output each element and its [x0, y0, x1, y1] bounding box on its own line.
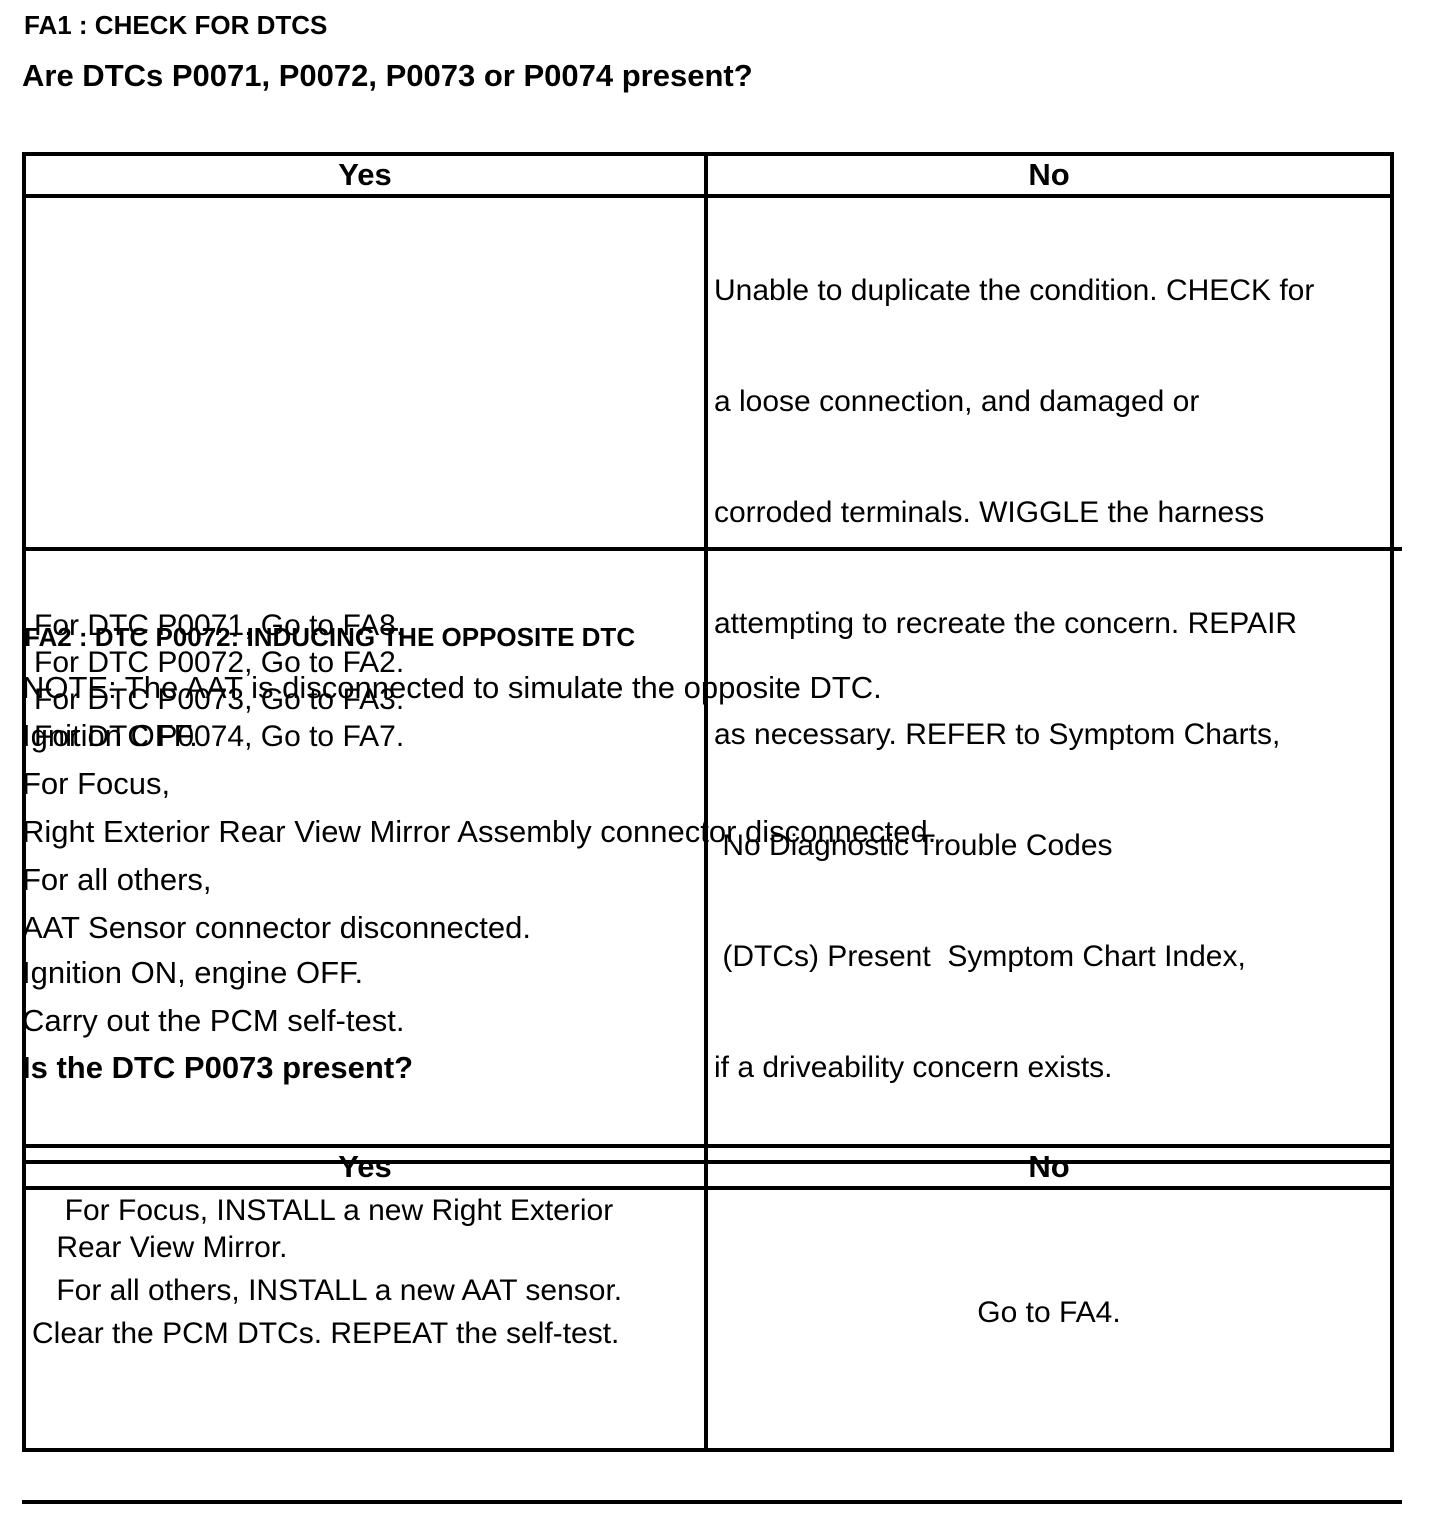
fa1-no-cell: Unable to duplicate the condition. CHECK…	[704, 194, 1394, 1164]
fa2-decision-table: Yes No For Focus, INSTALL a new Right Ex…	[22, 1144, 1394, 1452]
fa1-yes-cell: For DTC P0071, Go to FA8. For DTC P0072,…	[22, 194, 708, 1164]
fa1-yes-line: For DTC P0071, Go to FA8.	[34, 609, 405, 642]
fa2-question: Is the DTC P0073 present?	[22, 1050, 414, 1085]
fa1-no-line: attempting to recreate the concern. REPA…	[714, 607, 1298, 640]
fa1-yes-line: For DTC P0073, Go to FA3.	[34, 683, 405, 716]
fa2-yes-line: Rear View Mirror.	[48, 1231, 288, 1264]
fa1-yes-line: For DTC P0074, Go to FA7.	[34, 720, 405, 753]
fa2-no-cell: Go to FA4.	[704, 1186, 1394, 1452]
fa1-no-line: (DTCs) Present Symptom Chart Index,	[714, 940, 1246, 973]
fa1-decision-table: Yes No For DTC P0071, Go to FA8. For DTC…	[22, 152, 1394, 1164]
fa2-yes-line: For all others, INSTALL a new AAT sensor…	[48, 1274, 623, 1307]
fa1-no-line: if a driveability concern exists.	[714, 1051, 1113, 1084]
fa2-instruction-line: Carry out the PCM self-test.	[22, 1003, 405, 1038]
fa2-instruction-line: Ignition OFF.	[22, 718, 198, 753]
fa2-instruction-line: Ignition ON, engine OFF.	[22, 955, 364, 990]
fa2-instruction-line: Right Exterior Rear View Mirror Assembly…	[22, 814, 937, 849]
fa2-yes-line: Clear the PCM DTCs. REPEAT the self-test…	[32, 1317, 620, 1350]
fa2-yes-line: For Focus, INSTALL a new Right Exterior	[48, 1194, 614, 1227]
fa2-instruction-line: For Focus,	[22, 766, 171, 801]
fa1-yes-line: For DTC P0072, Go to FA2.	[34, 646, 405, 679]
fa1-question: Are DTCs P0071, P0072, P0073 or P0074 pr…	[22, 58, 753, 93]
fa2-instruction-line: AAT Sensor connector disconnected.	[22, 910, 531, 945]
fa2-yes-cell: For Focus, INSTALL a new Right Exterior …	[22, 1186, 708, 1452]
fa1-no-lines: Unable to duplicate the condition. CHECK…	[714, 198, 1390, 1160]
fa2-yes-header: Yes	[22, 1144, 708, 1190]
fa2-no-text: Go to FA4.	[977, 1296, 1121, 1329]
fa1-no-line: a loose connection, and damaged or	[714, 385, 1200, 418]
fa1-step-title: FA1 : CHECK FOR DTCS	[24, 10, 328, 40]
fa1-no-header: No	[704, 152, 1394, 198]
fa2-step-title: FA2 : DTC P0072: INDUCING THE OPPOSITE D…	[24, 622, 636, 652]
fa2-instruction-line: For all others,	[22, 862, 212, 897]
fa2-note-line: NOTE: The AAT is disconnected to simulat…	[22, 670, 882, 705]
fa2-yes-lines: For Focus, INSTALL a new Right Exterior …	[32, 1190, 704, 1352]
fa1-no-line: corroded terminals. WIGGLE the harness	[714, 496, 1265, 529]
section-divider	[22, 1500, 1402, 1504]
fa1-no-line: as necessary. REFER to Symptom Charts,	[714, 718, 1281, 751]
fa1-yes-lines: For DTC P0071, Go to FA8. For DTC P0072,…	[34, 603, 704, 755]
section-divider	[22, 547, 1402, 551]
fa2-no-header: No	[704, 1144, 1394, 1190]
fa1-yes-header: Yes	[22, 152, 708, 198]
fa1-no-line: No Diagnostic Trouble Codes	[714, 829, 1113, 862]
fa1-no-line: Unable to duplicate the condition. CHECK…	[714, 274, 1315, 307]
